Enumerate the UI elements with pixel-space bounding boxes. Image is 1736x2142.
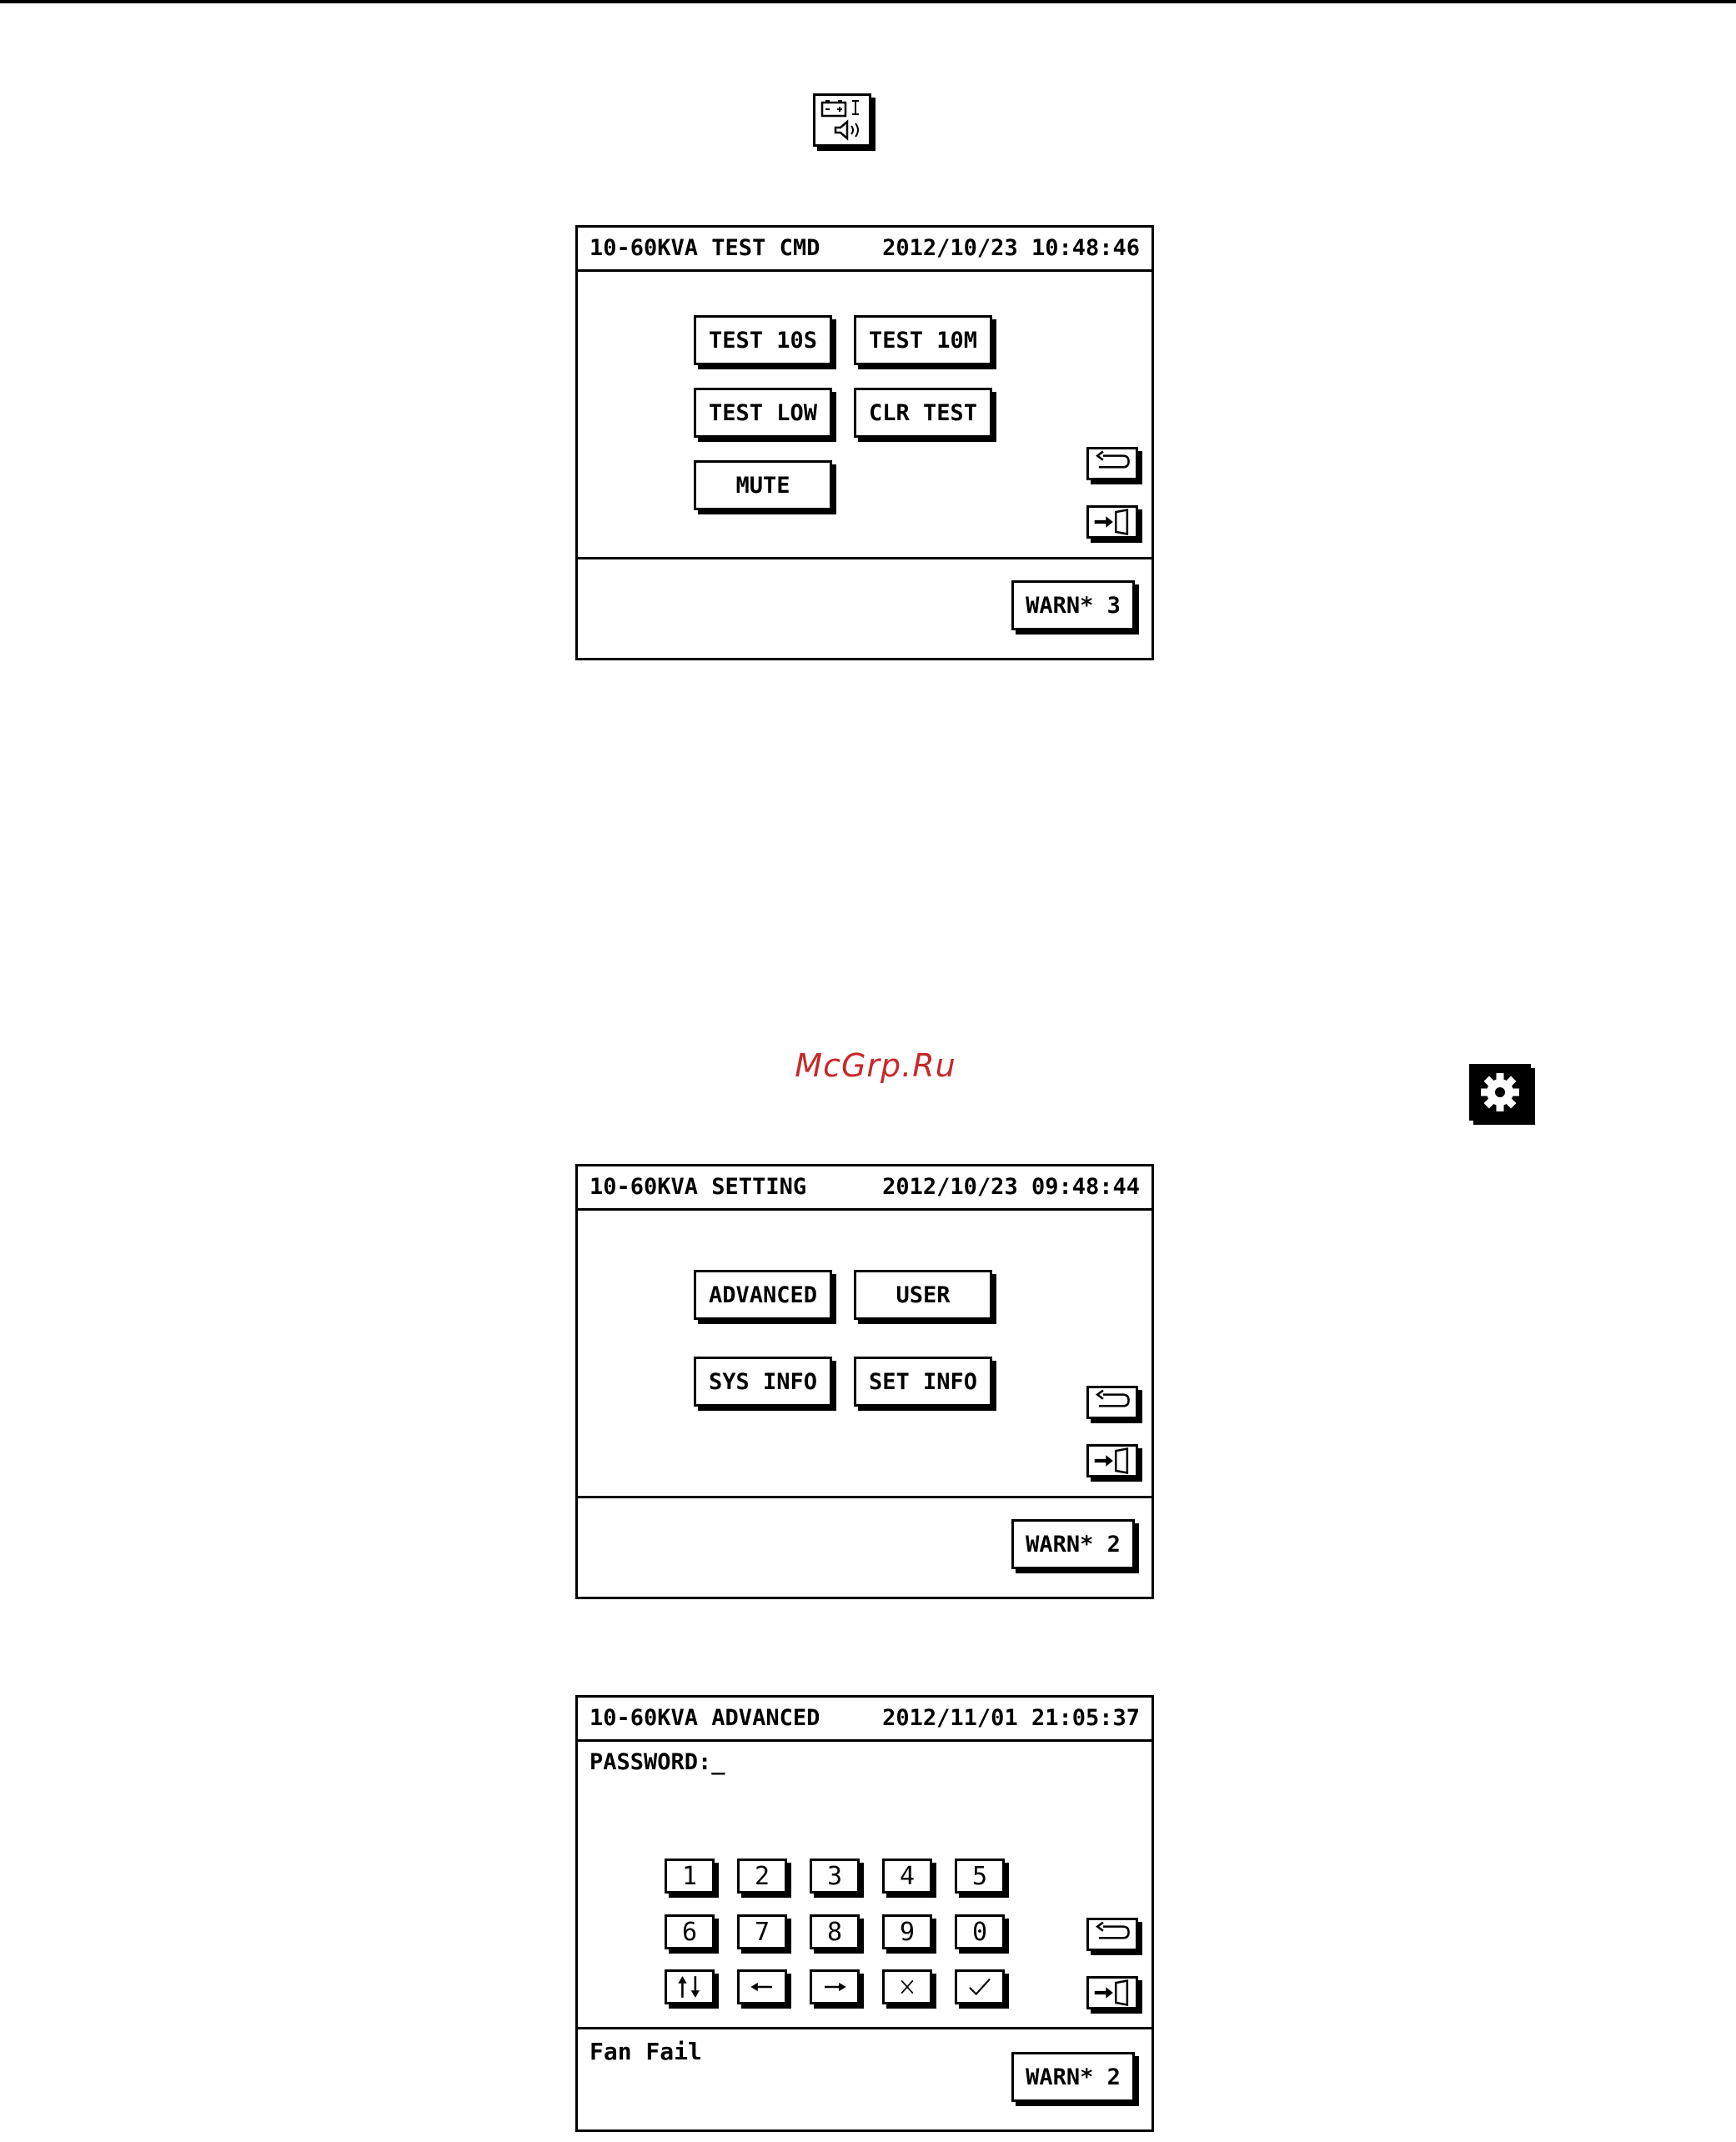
back-arrow-icon — [1096, 450, 1130, 469]
delete-key[interactable] — [882, 1969, 932, 2004]
back-button[interactable] — [1086, 447, 1138, 480]
back-button[interactable] — [1086, 1918, 1138, 1951]
case-toggle-key[interactable] — [665, 1969, 715, 2004]
panel-footer: WARN* 2 — [578, 1496, 1151, 1597]
advanced-panel: 10-60KVA ADVANCED 2012/11/01 21:05:37 PA… — [575, 1695, 1154, 2132]
mute-button[interactable]: MUTE — [694, 460, 832, 510]
digit-key-1[interactable]: 1 — [665, 1859, 715, 1894]
digit-key-3[interactable]: 3 — [810, 1859, 860, 1894]
arrow-left-icon — [750, 1982, 772, 1992]
page-title: 10-60KVA ADVANCED — [590, 1705, 820, 1731]
test-low-button[interactable]: TEST LOW — [694, 388, 832, 438]
arrow-right-icon — [825, 1982, 846, 1992]
back-button[interactable] — [1086, 1386, 1138, 1419]
exit-door-icon — [1094, 509, 1129, 535]
test-10s-button[interactable]: TEST 10S — [694, 315, 832, 365]
up-down-arrows-icon — [678, 1976, 700, 1998]
timestamp: 2012/10/23 10:48:46 — [882, 235, 1140, 261]
test-10m-button[interactable]: TEST 10M — [854, 315, 992, 365]
panel-header: 10-60KVA ADVANCED 2012/11/01 21:05:37 — [578, 1698, 1151, 1742]
battery-speaker-icon — [813, 93, 871, 147]
cursor-right-key[interactable] — [810, 1969, 860, 2004]
setting-panel: 10-60KVA SETTING 2012/10/23 09:48:44 ADV… — [575, 1164, 1154, 1599]
user-button[interactable]: USER — [854, 1270, 992, 1320]
panel-footer: Fan Fail WARN* 2 — [578, 2027, 1151, 2129]
digit-key-8[interactable]: 8 — [810, 1914, 860, 1949]
digit-key-5[interactable]: 5 — [955, 1859, 1005, 1894]
digit-key-2[interactable]: 2 — [737, 1859, 787, 1894]
page-title: 10-60KVA TEST CMD — [590, 235, 820, 261]
cursor-left-key[interactable] — [737, 1969, 787, 2004]
page-title: 10-60KVA SETTING — [590, 1174, 807, 1200]
digit-key-7[interactable]: 7 — [737, 1914, 787, 1949]
digit-key-0[interactable]: 0 — [955, 1914, 1005, 1949]
test-cmd-panel: 10-60KVA TEST CMD 2012/10/23 10:48:46 TE… — [575, 225, 1154, 660]
warn-button[interactable]: WARN* 3 — [1011, 580, 1135, 630]
digit-key-9[interactable]: 9 — [882, 1914, 932, 1949]
back-arrow-icon — [1096, 1921, 1130, 1939]
advanced-button[interactable]: ADVANCED — [694, 1270, 832, 1320]
warn-button[interactable]: WARN* 2 — [1011, 1519, 1135, 1569]
top-rule — [0, 0, 1736, 3]
panel-footer: WARN* 3 — [578, 557, 1151, 658]
set-info-button[interactable]: SET INFO — [854, 1357, 992, 1407]
status-message: Fan Fail — [590, 2038, 702, 2065]
digit-key-6[interactable]: 6 — [665, 1914, 715, 1949]
panel-header: 10-60KVA TEST CMD 2012/10/23 10:48:46 — [578, 228, 1151, 272]
watermark: McGrp.Ru — [795, 1047, 956, 1084]
password-field[interactable]: PASSWORD:_ — [590, 1749, 725, 1775]
warn-button[interactable]: WARN* 2 — [1011, 2052, 1135, 2102]
panel-header: 10-60KVA SETTING 2012/10/23 09:48:44 — [578, 1166, 1151, 1211]
timestamp: 2012/10/23 09:48:44 — [882, 1174, 1140, 1200]
exit-button[interactable] — [1086, 1976, 1138, 2009]
gear-icon — [1469, 1064, 1531, 1121]
confirm-key[interactable] — [955, 1969, 1005, 2004]
digit-key-4[interactable]: 4 — [882, 1859, 932, 1894]
timestamp: 2012/11/01 21:05:37 — [882, 1705, 1140, 1731]
exit-door-icon — [1094, 1979, 1129, 2006]
sys-info-button[interactable]: SYS INFO — [694, 1357, 832, 1407]
exit-button[interactable] — [1086, 505, 1138, 539]
checkmark-icon — [969, 1978, 991, 1996]
exit-button[interactable] — [1086, 1444, 1138, 1477]
exit-door-icon — [1094, 1447, 1129, 1474]
back-arrow-icon — [1096, 1389, 1130, 1407]
clr-test-button[interactable]: CLR TEST — [854, 388, 992, 438]
cross-icon — [901, 1979, 914, 1994]
